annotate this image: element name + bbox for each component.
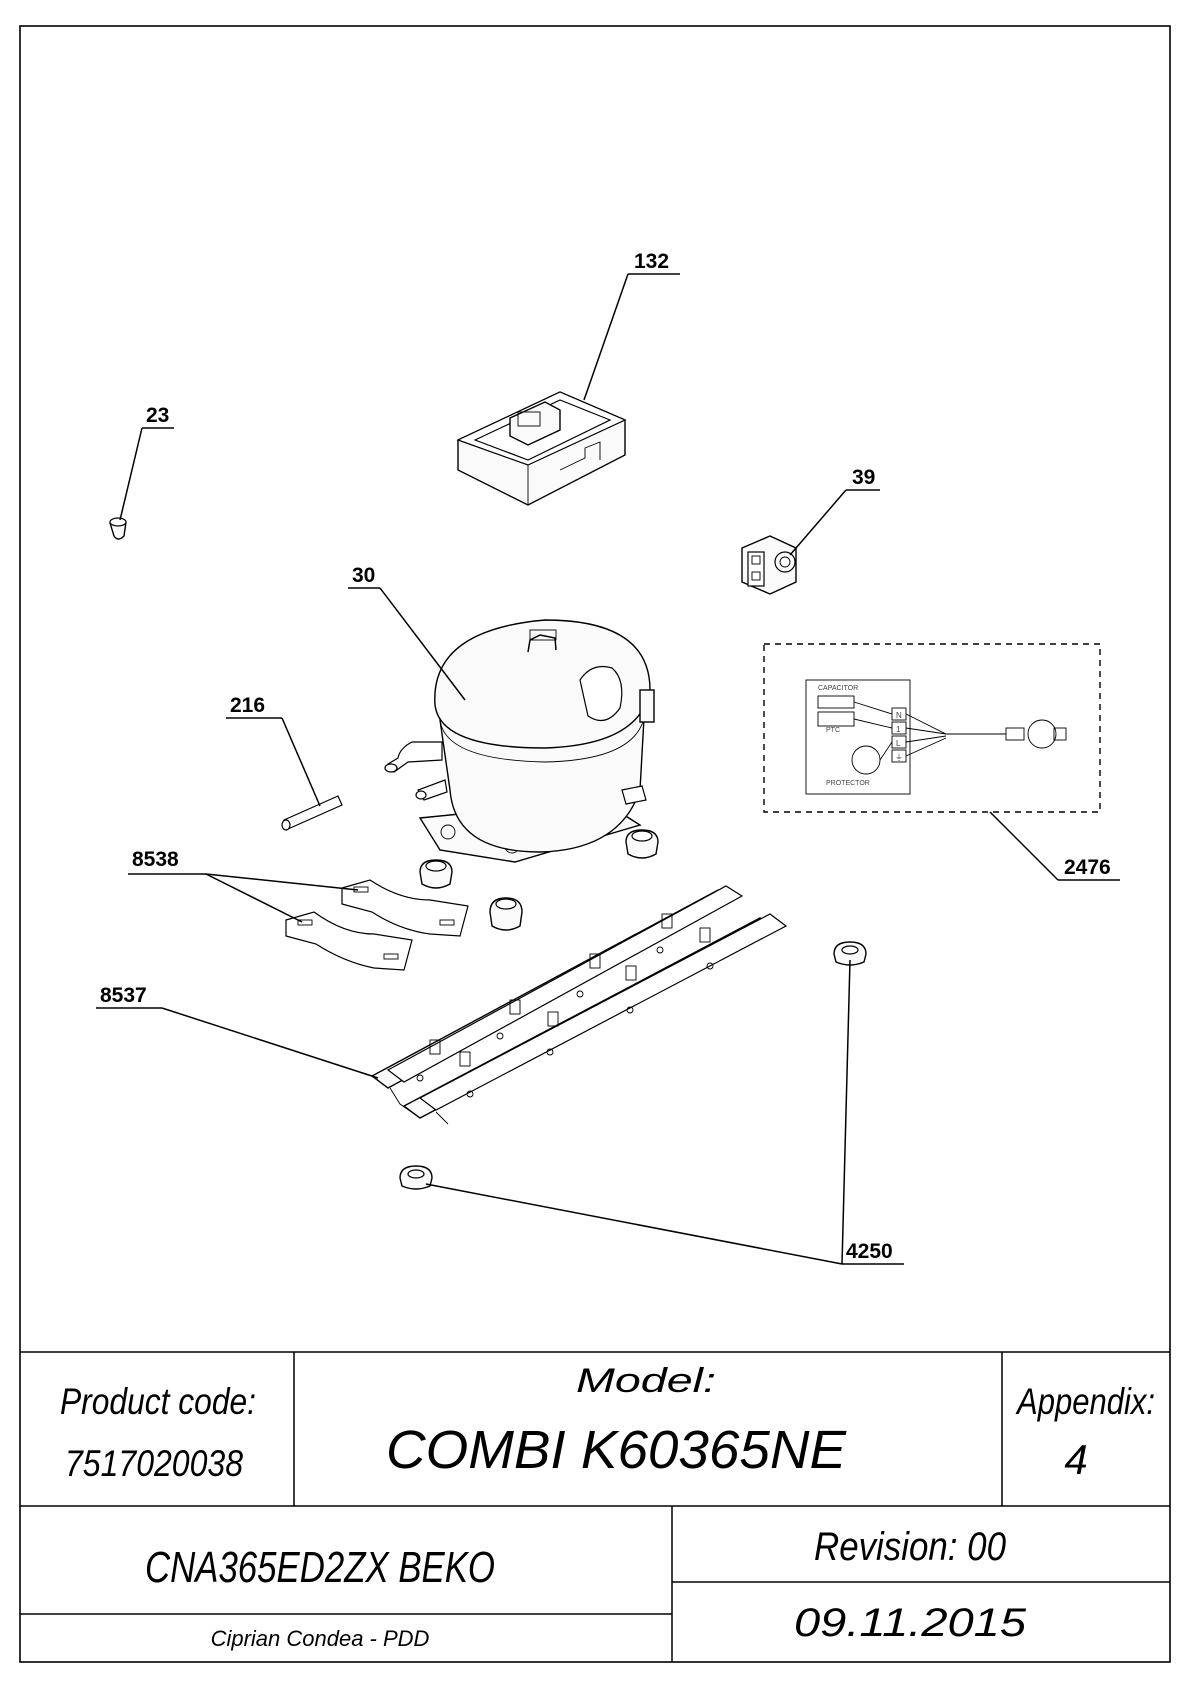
callout-4250-label: 4250 [846,1240,893,1263]
model-label: Model: [576,1362,716,1400]
callout-216-label: 216 [230,694,265,717]
part-30-compressor [384,619,655,863]
callout-23-label: 23 [146,404,169,427]
part-grommets [419,829,659,931]
grommet-3 [489,897,523,931]
nut-2 [399,1165,433,1190]
schematic-term-1: 1 [896,725,901,734]
part-2476-wiring-schematic: CAPACITOR PTC PROTECTOR N 1 L ⏚ [763,643,1101,813]
part-23-clip [109,517,127,540]
callout-8538-label: 8538 [132,848,179,871]
callout-2476-label: 2476 [1064,856,1111,879]
revision: Revision: 00 [814,1525,1006,1569]
callout-30-label: 30 [352,564,375,587]
grommet-2 [625,829,659,859]
callout-23: 23 [119,404,174,521]
schematic-capacitor-label: CAPACITOR [818,685,858,692]
callout-216: 216 [226,694,321,807]
grommet-1 [419,859,453,889]
schematic-dashed-box [763,643,1101,813]
callout-39: 39 [789,466,880,556]
product-name: CNA365ED2ZX BEKO [145,1543,495,1592]
callout-2476: 2476 [989,811,1120,881]
part-4250-nuts [399,941,867,1190]
part-8537-mounting-rails [370,885,788,1125]
title-block: Product code: 7517020038 Model: COMBI K6… [20,1351,1170,1662]
callout-39-label: 39 [852,466,875,489]
nut-1 [833,941,867,966]
part-216-rod [281,795,343,831]
callout-8537-label: 8537 [100,984,147,1007]
schematic-term-g: ⏚ [895,753,903,762]
model-value: COMBI K60365NE [386,1420,847,1480]
schematic-term-l: L [896,739,901,748]
callout-4250: 4250 [425,959,904,1265]
rail-mounting-tabs [429,913,711,1067]
schematic-protector-label: PROTECTOR [826,780,870,787]
appendix-value: 4 [1064,1436,1087,1483]
part-132-relay-cover [456,391,627,506]
part-39-relay [741,535,797,595]
schematic-term-n: N [896,711,902,720]
callout-132: 132 [583,250,680,401]
part-8538-pads [285,879,469,971]
author: Ciprian Condea - PDD [211,1626,430,1651]
callout-8537: 8537 [96,984,379,1079]
product-code-value: 7517020038 [65,1443,243,1484]
drawing-frame [19,25,1171,1663]
callout-132-label: 132 [634,250,669,273]
callout-8538: 8538 [128,848,359,923]
date: 09.11.2015 [794,1601,1027,1645]
product-code-label: Product code: [60,1381,256,1422]
schematic-ptc-label: PTC [826,727,840,734]
callout-30: 30 [348,564,466,701]
appendix-label: Appendix: [1015,1381,1155,1422]
